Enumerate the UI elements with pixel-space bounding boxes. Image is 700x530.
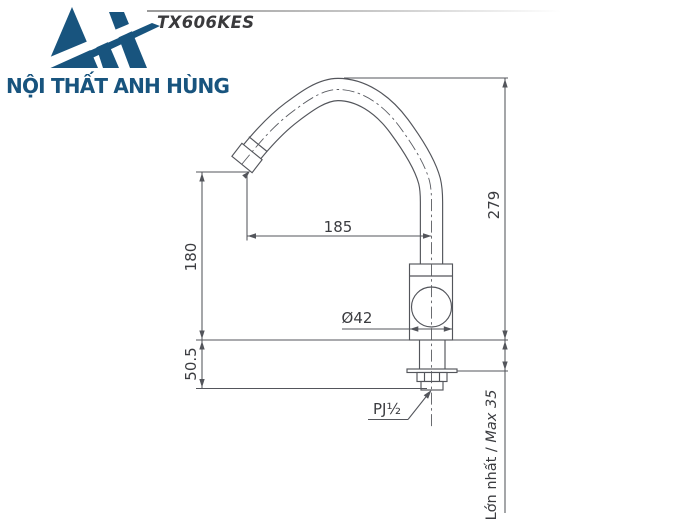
faucet-outline	[231, 77, 458, 391]
label-deck-max-prefix: Lớn nhất /	[484, 442, 500, 521]
dim-total-height: 279	[485, 190, 503, 220]
model-number: TX606KES	[157, 13, 255, 32]
dim-spout-height: 180	[182, 242, 200, 272]
arrowheads	[199, 79, 508, 399]
dim-shank-length: 50.5	[182, 347, 200, 381]
brand-wordmark: NỘI THẤT ANH HÙNG	[6, 74, 230, 98]
dimension-lines	[196, 77, 508, 513]
label-thread-size: PJ½	[372, 400, 402, 418]
thread-tail	[420, 380, 444, 391]
header-divider	[147, 10, 561, 12]
dim-body-diameter: Ø42	[341, 309, 373, 327]
center-line	[241, 89, 432, 428]
label-deck-max: Lớn nhất / Max 35	[484, 390, 500, 521]
dim-spout-reach: 185	[323, 218, 353, 236]
brand-emblem-icon	[38, 7, 160, 70]
label-deck-max-value: Max 35	[484, 389, 500, 443]
locknut	[416, 371, 448, 383]
